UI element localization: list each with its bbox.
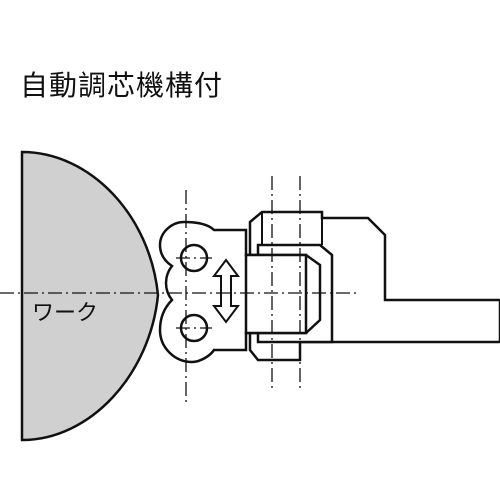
floating-jaw <box>158 220 322 364</box>
diagram-title: 自動調芯機構付 <box>20 69 224 102</box>
workpiece-label: ワーク <box>32 301 98 326</box>
workpiece <box>20 150 160 442</box>
float-direction-arrow <box>212 258 240 324</box>
center-lines <box>0 176 360 402</box>
